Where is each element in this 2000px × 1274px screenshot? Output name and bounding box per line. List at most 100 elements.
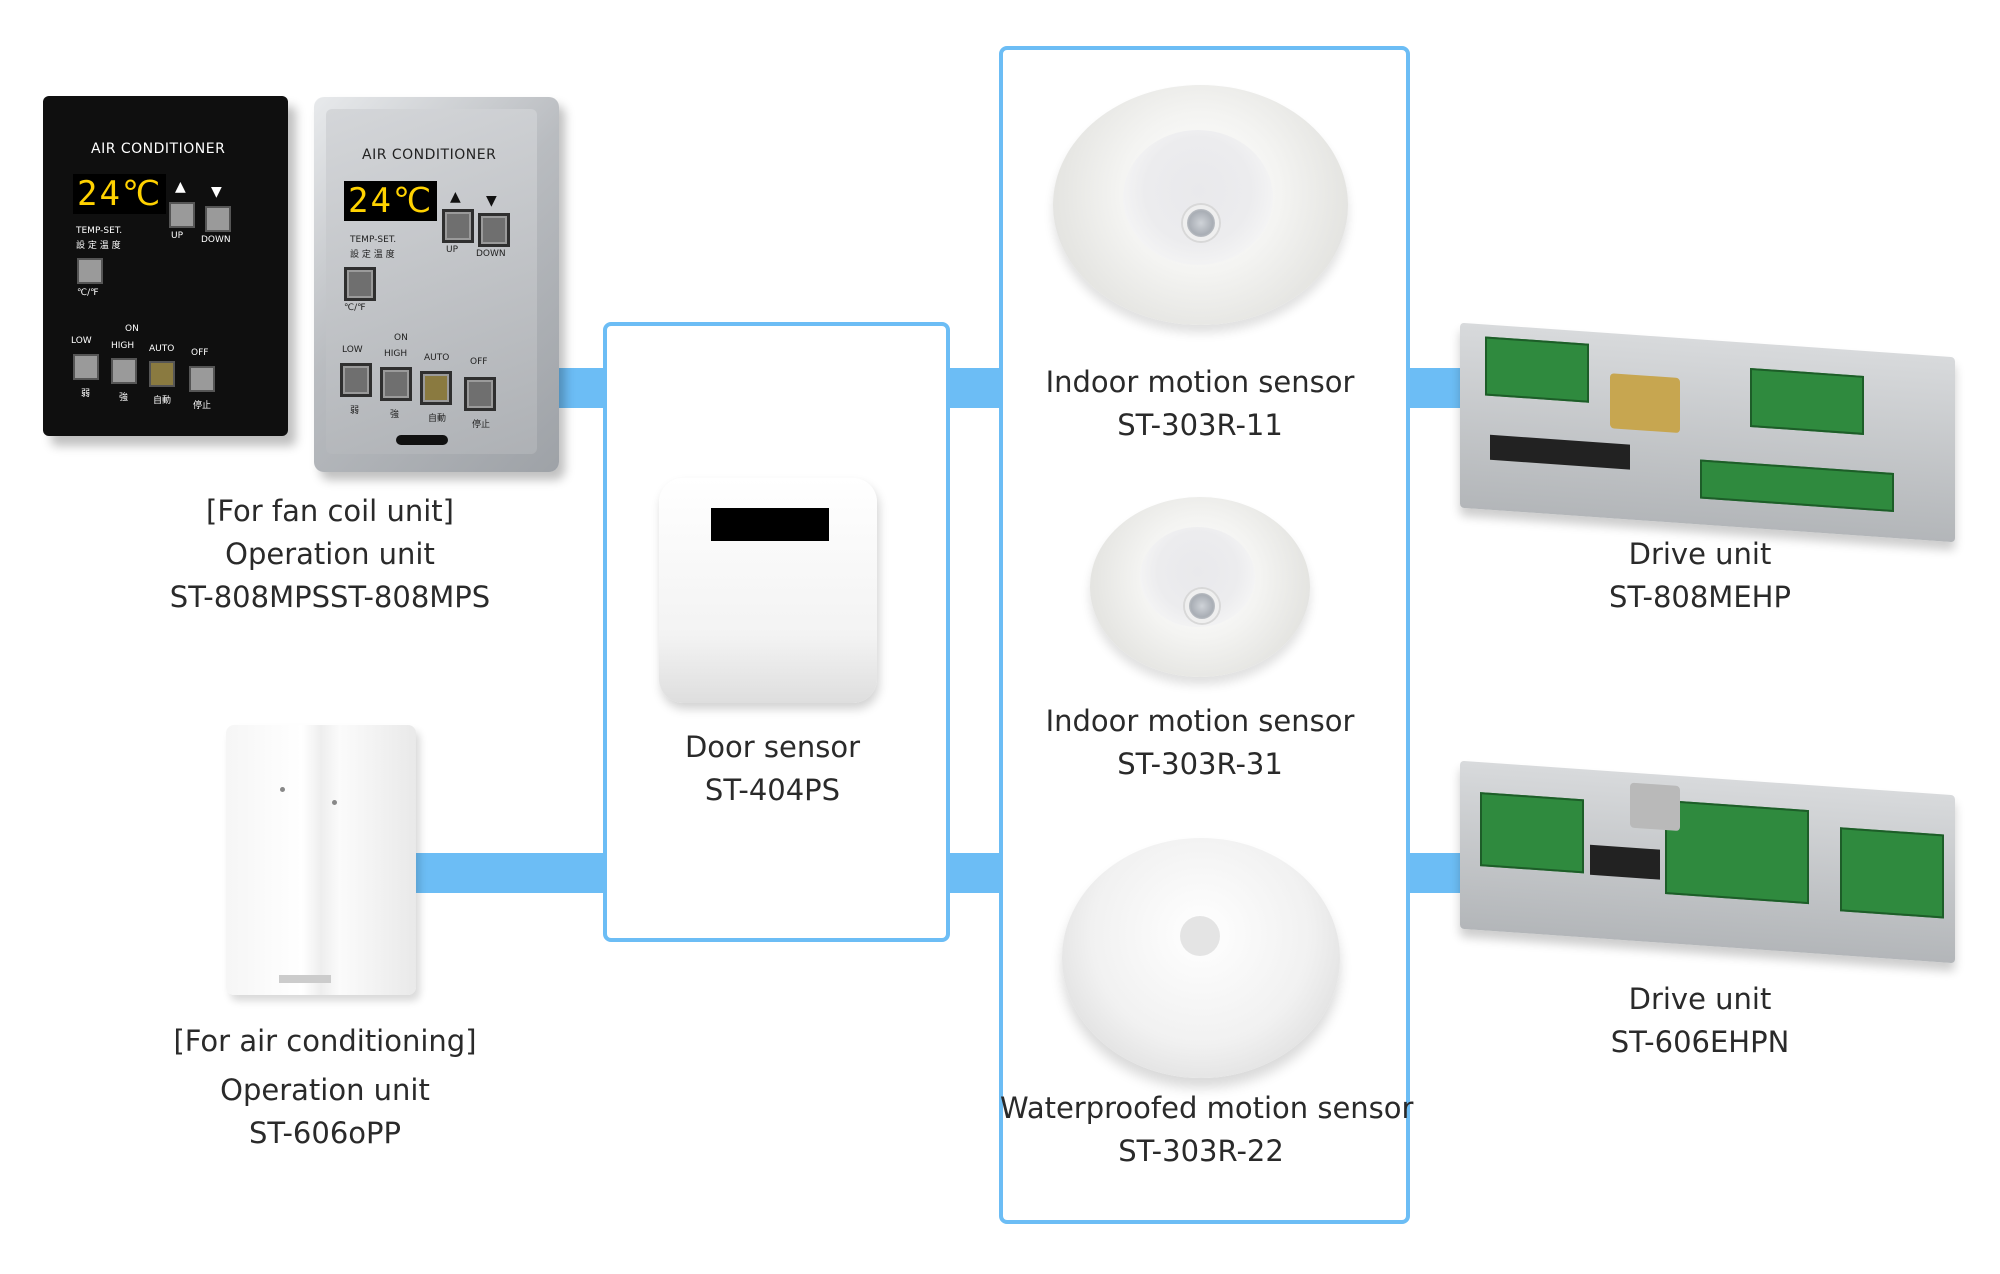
up-label: UP — [171, 231, 184, 241]
low-jp-label: 弱 — [350, 406, 360, 416]
auto-label: AUTO — [149, 344, 175, 354]
motion-11-caption: Indoor motion sensor ST-303R-11 — [1020, 361, 1380, 447]
circuit-board — [1700, 459, 1894, 513]
temperature-display: 24℃ — [344, 181, 438, 221]
door-sensor-caption-line2: ST-404PS — [704, 773, 841, 807]
temp-set-label: TEMP-SET. — [350, 235, 397, 245]
low-label: LOW — [71, 336, 92, 346]
low-button[interactable] — [73, 354, 99, 380]
on-label: ON — [394, 333, 408, 343]
drive-606-caption: Drive unit ST-606EHPN — [1540, 978, 1860, 1064]
fan-coil-caption-line1: [For fan coil unit] — [206, 494, 454, 528]
down-button[interactable] — [205, 206, 231, 232]
air-cond-caption-line2: Operation unit — [220, 1073, 430, 1107]
circuit-board — [1665, 800, 1809, 905]
motion-22-caption-line2: ST-303R-22 — [1118, 1134, 1284, 1168]
motion-11-caption-line1: Indoor motion sensor — [1045, 365, 1355, 399]
connector-aircond-door — [416, 853, 608, 893]
sensor-dome — [1123, 130, 1273, 265]
circuit-board — [1480, 792, 1584, 874]
fan-coil-caption-line2: Operation unit — [225, 537, 435, 571]
transformer — [1610, 373, 1680, 434]
high-button[interactable] — [380, 367, 412, 401]
high-jp-label: 強 — [390, 410, 400, 420]
fan-coil-caption: [For fan coil unit] Operation unit ST-80… — [120, 490, 540, 619]
off-button[interactable] — [189, 366, 215, 392]
up-button[interactable] — [169, 202, 195, 228]
drive-808-caption-line1: Drive unit — [1628, 537, 1772, 571]
up-button[interactable] — [442, 209, 474, 243]
down-button[interactable] — [478, 213, 510, 247]
motion-22-caption: Waterproofed motion sensor ST-303R-22 — [1000, 1087, 1414, 1173]
door-sensor — [659, 478, 877, 703]
high-jp-label: 強 — [119, 393, 129, 403]
motion-11-caption-line2: ST-303R-11 — [1117, 408, 1283, 442]
operation-panel-silver: AIR CONDITIONER 24℃ ▲ ▼ UP DOWN TEMP-SET… — [314, 97, 559, 472]
connector-door-sensors-bottom — [945, 853, 1003, 893]
air-cond-caption-line3: ST-606oPP — [249, 1116, 401, 1150]
motion-sensor-11 — [1053, 85, 1348, 325]
air-conditioning-operation-unit — [226, 725, 416, 995]
off-jp-label: 停止 — [472, 420, 491, 430]
connector-sensors-drive-808 — [1406, 368, 1462, 408]
door-sensor-window — [711, 508, 829, 541]
motion-31-caption-line1: Indoor motion sensor — [1045, 704, 1355, 738]
terminal-block — [1490, 434, 1630, 470]
connector-sensors-drive-606 — [1406, 853, 1462, 893]
sensor-lens — [1183, 205, 1219, 241]
unit-toggle-button[interactable] — [344, 267, 376, 301]
sensor-lens — [1185, 589, 1219, 623]
up-arrow-icon: ▲ — [175, 179, 186, 195]
drive-808-caption: Drive unit ST-808MEHP — [1540, 533, 1860, 619]
off-label: OFF — [191, 348, 209, 358]
unit-toggle-button[interactable] — [77, 258, 103, 284]
temp-set-jp-label: 設 定 温 度 — [76, 241, 121, 251]
down-arrow-icon: ▼ — [486, 193, 497, 209]
circuit-board — [1750, 367, 1864, 435]
low-jp-label: 弱 — [81, 389, 91, 399]
drive-unit-808 — [1460, 322, 1955, 543]
down-arrow-icon: ▼ — [211, 184, 222, 200]
low-button[interactable] — [340, 363, 372, 397]
up-label: UP — [446, 245, 459, 255]
motion-22-caption-line1: Waterproofed motion sensor — [1000, 1091, 1414, 1125]
door-sensor-caption: Door sensor ST-404PS — [620, 726, 925, 812]
off-label: OFF — [470, 357, 488, 367]
door-sensor-caption-line1: Door sensor — [684, 730, 861, 764]
motion-31-caption: Indoor motion sensor ST-303R-31 — [1020, 700, 1380, 786]
down-label: DOWN — [201, 235, 231, 245]
connector-door-sensors-top — [945, 368, 1003, 408]
operation-panel-black: AIR CONDITIONER 24℃ ▲ ▼ UP DOWN TEMP-SET… — [43, 96, 288, 436]
auto-button[interactable] — [149, 361, 175, 387]
motion-sensor-31 — [1090, 497, 1310, 677]
auto-button[interactable] — [420, 371, 452, 405]
terminal-block — [1590, 844, 1660, 880]
transformer — [1630, 782, 1680, 832]
circuit-board — [1840, 827, 1944, 919]
auto-jp-label: 自動 — [428, 414, 447, 424]
off-jp-label: 停止 — [193, 401, 212, 411]
high-button[interactable] — [111, 358, 137, 384]
drive-unit-606 — [1460, 760, 1955, 964]
waterproof-motion-sensor — [1062, 838, 1340, 1078]
high-label: HIGH — [111, 341, 135, 351]
off-button[interactable] — [464, 377, 496, 411]
high-label: HIGH — [384, 349, 408, 359]
fan-coil-caption-line3: ST-808MPSST-808MPS — [169, 580, 491, 614]
drive-606-caption-line1: Drive unit — [1628, 982, 1772, 1016]
unit-toggle-label: ℃/℉ — [77, 288, 99, 298]
switch-dot — [280, 787, 285, 792]
auto-label: AUTO — [424, 353, 450, 363]
up-arrow-icon: ▲ — [450, 189, 461, 205]
drive-606-caption-line2: ST-606EHPN — [1610, 1025, 1790, 1059]
unit-toggle-label: ℃/℉ — [344, 303, 366, 313]
circuit-board — [1485, 336, 1589, 403]
on-label: ON — [125, 324, 139, 334]
panel-title: AIR CONDITIONER — [91, 141, 226, 157]
low-label: LOW — [342, 345, 363, 355]
temp-set-jp-label: 設 定 温 度 — [350, 250, 395, 260]
drive-808-caption-line2: ST-808MEHP — [1609, 580, 1791, 614]
switch-dot — [332, 800, 337, 805]
air-cond-caption: [For air conditioning] Operation unit ST… — [120, 1020, 530, 1155]
switch-slot — [279, 975, 331, 983]
